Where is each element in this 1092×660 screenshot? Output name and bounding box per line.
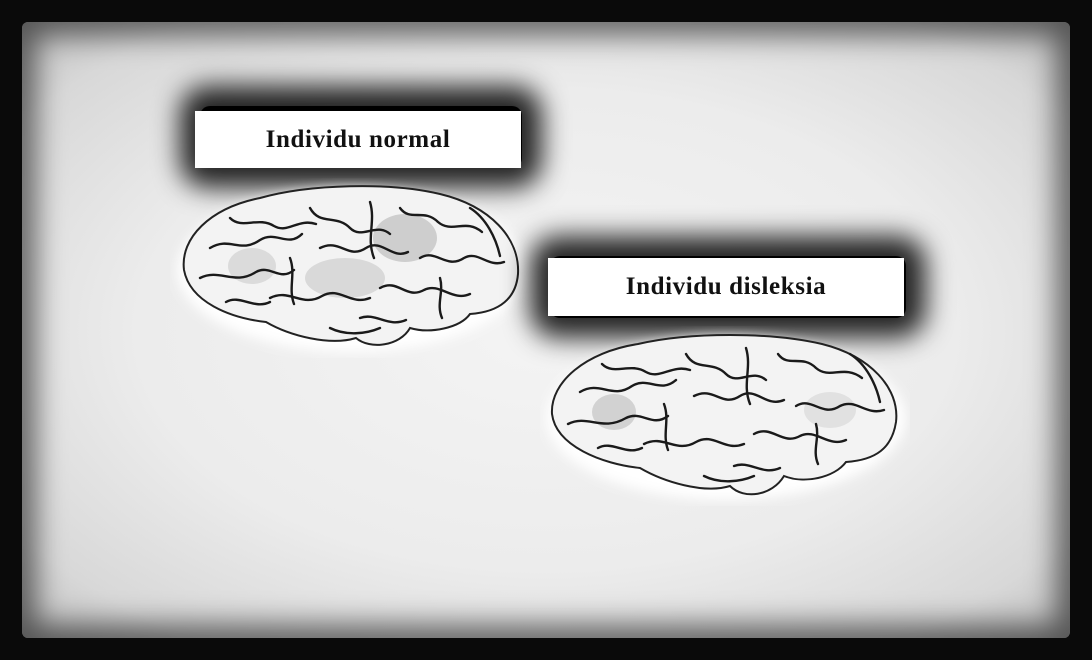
brain-normal-image — [170, 178, 530, 358]
label-individu-disleksia: Individu disleksia — [548, 258, 904, 316]
brain-normal-svg — [170, 178, 530, 358]
brain-dyslexia-image — [540, 326, 910, 506]
label-individu-normal: Individu normal — [195, 111, 521, 168]
brain-dyslexia-svg — [540, 326, 910, 506]
